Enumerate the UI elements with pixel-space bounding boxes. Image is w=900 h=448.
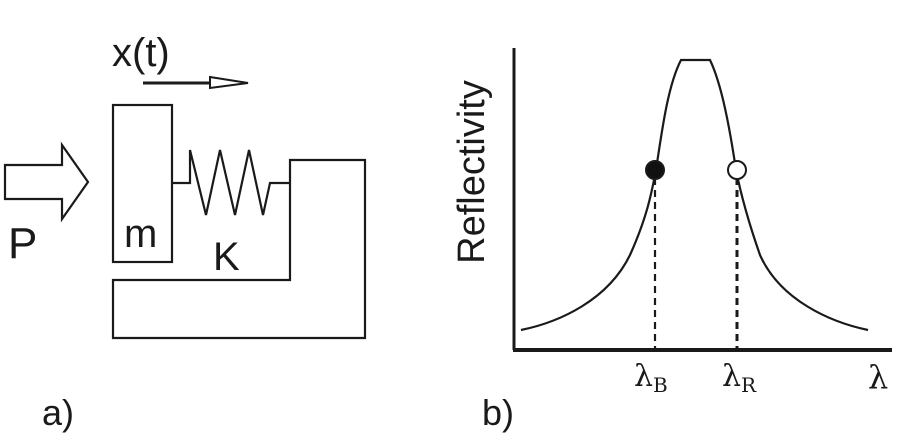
displacement-label: x(t) — [112, 31, 170, 75]
y-axis-label: Reflectivity — [451, 80, 493, 264]
red-marker-point — [727, 160, 747, 180]
panel-a: x(t) P m K a) — [3, 31, 367, 433]
mass-label: m — [124, 212, 157, 256]
displacement-arrow — [143, 75, 249, 90]
panel-a-label: a) — [42, 392, 74, 433]
red-marker-label: λR — [722, 359, 757, 397]
x-axis-label: λ — [868, 358, 888, 396]
spring — [172, 149, 290, 216]
panel-b-label: b) — [482, 392, 514, 433]
blue-marker-point — [645, 160, 665, 180]
panel-b: Reflectivity λB λR λ b) — [451, 48, 892, 433]
reflectivity-curve — [520, 58, 869, 332]
force-arrow — [3, 141, 90, 223]
base-frame — [111, 158, 367, 340]
force-label: P — [8, 219, 37, 268]
blue-marker-label: λB — [634, 359, 668, 397]
spring-label: K — [213, 235, 240, 279]
